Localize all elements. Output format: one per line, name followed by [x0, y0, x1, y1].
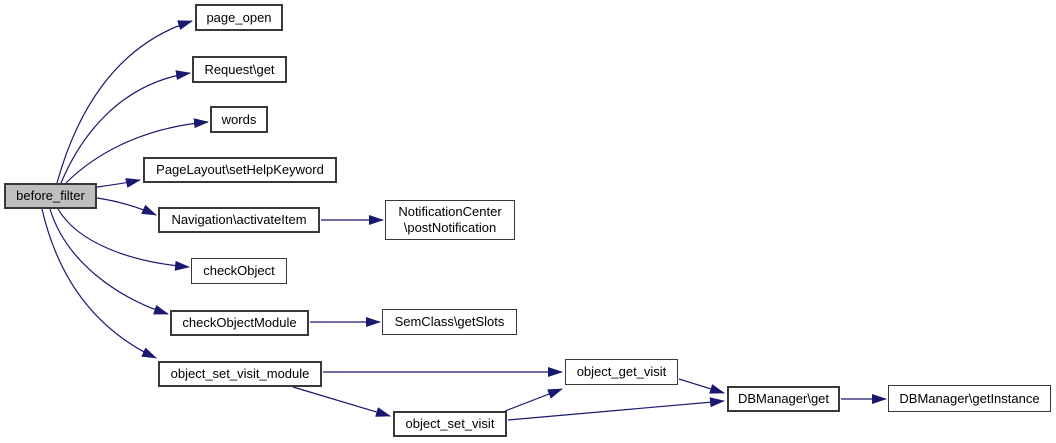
node-label: object_get_visit — [576, 364, 667, 379]
edge-before_filter-request_get — [60, 70, 191, 184]
node-label: checkObject — [203, 263, 275, 278]
node-label: object_set_visit — [405, 416, 495, 431]
edge-before_filter-words — [65, 118, 209, 184]
node-label: DBManager\get — [737, 391, 830, 406]
edge-before_filter-object_set_visit_module — [41, 208, 157, 359]
node-before_filter[interactable]: before_filter — [4, 183, 97, 209]
node-label: before_filter — [16, 188, 85, 203]
node-label: object_set_visit_module — [170, 366, 310, 381]
node-navigation-activateitem[interactable]: Navigation\activateItem — [158, 207, 320, 233]
node-label: page_open — [206, 9, 272, 25]
edge-object_get_visit-dbmanager_get — [678, 378, 725, 394]
node-pagelayout-sethelpkeyword[interactable]: PageLayout\setHelpKeyword — [143, 157, 337, 183]
node-checkobjectmodule[interactable]: checkObjectModule — [170, 310, 309, 336]
node-label: DBManager\getInstance — [899, 390, 1040, 406]
edge-before_filter-checkobjectmodule — [49, 208, 169, 315]
node-label: PageLayout\setHelpKeyword — [156, 162, 324, 177]
edge-before_filter-navigation_activateitem — [96, 197, 157, 216]
node-semclass-getslots[interactable]: SemClass\getSlots — [382, 309, 517, 335]
edge-before_filter-page_open — [56, 20, 193, 184]
edge-object_set_visit-dbmanager_get — [507, 397, 725, 421]
node-label: NotificationCenter \postNotification — [398, 204, 502, 235]
node-request-get[interactable]: Request\get — [192, 56, 287, 83]
edge-object_set_visit_module-object_set_visit — [292, 386, 391, 417]
node-label: checkObjectModule — [182, 315, 297, 330]
node-dbmanager-getinstance[interactable]: DBManager\getInstance — [888, 385, 1051, 412]
node-object_set_visit_module[interactable]: object_set_visit_module — [158, 361, 322, 387]
node-label: words — [221, 111, 257, 127]
edge-before_filter-pagelayout_sethelpkeyword — [96, 178, 141, 188]
node-words[interactable]: words — [210, 106, 268, 133]
node-page_open[interactable]: page_open — [195, 4, 283, 31]
node-label: Request\get — [204, 61, 275, 77]
node-object_set_visit[interactable]: object_set_visit — [393, 411, 507, 437]
node-notificationcenter-postnotification[interactable]: NotificationCenter \postNotification — [385, 200, 515, 240]
node-label: SemClass\getSlots — [394, 314, 505, 329]
node-label: Navigation\activateItem — [171, 212, 307, 227]
node-object_get_visit[interactable]: object_get_visit — [565, 359, 678, 385]
node-dbmanager-get[interactable]: DBManager\get — [727, 386, 840, 412]
edge-before_filter-checkobject — [57, 208, 190, 271]
edge-object_set_visit-object_get_visit — [504, 388, 563, 412]
node-checkobject[interactable]: checkObject — [191, 258, 287, 284]
